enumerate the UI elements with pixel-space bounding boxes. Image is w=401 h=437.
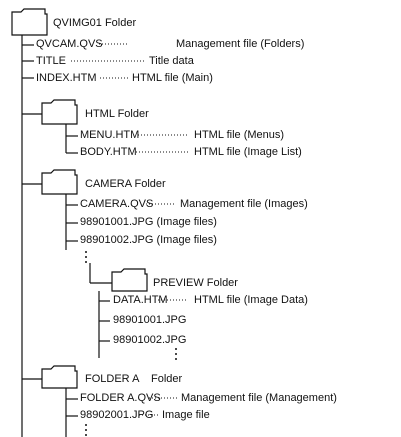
preview-folder-label: PREVIEW Folder: [153, 277, 238, 289]
folder-icon: [111, 268, 148, 292]
file-desc: HTML file (Menus): [194, 129, 285, 141]
file-name: 98901002.JPG: [113, 334, 187, 346]
file-name: QVCAM.QVS: [36, 38, 103, 50]
ellipsis-icon: [85, 251, 87, 263]
file-name: MENU.HTM: [80, 129, 140, 141]
file-name: TITLE: [36, 55, 66, 67]
ellipsis-icon: [175, 348, 177, 360]
file-name: FOLDER A.QVS: [80, 392, 161, 404]
folder-icon: [41, 169, 78, 195]
folder-icon: [11, 8, 48, 36]
file-name: BODY.HTM: [80, 146, 137, 158]
file-desc: HTML file (Image List): [194, 146, 302, 158]
file-desc: Management file (Images): [180, 198, 308, 210]
root-folder-label: QVIMG01 Folder: [53, 17, 137, 29]
html-folder-label: HTML Folder: [85, 108, 149, 120]
camera-folder-label: CAMERA Folder: [85, 178, 166, 190]
file-name: INDEX.HTM: [36, 72, 97, 84]
file-desc: HTML file (Image Data): [194, 294, 308, 306]
file-name: 98901002.JPG (Image files): [80, 234, 217, 246]
file-desc: Management file (Management): [181, 392, 337, 404]
file-name: 98901001.JPG (Image files): [80, 216, 217, 228]
file-desc: Image file: [162, 409, 210, 421]
folder-icon: [41, 365, 78, 389]
file-name: 98902001.JPG: [80, 409, 154, 421]
file-desc: Title data: [149, 55, 194, 67]
file-desc: Management file (Folders): [176, 38, 305, 50]
file-name: 98901001.JPG: [113, 314, 187, 326]
file-name: DATA.HTM: [113, 294, 168, 306]
ellipsis-icon: [85, 424, 87, 436]
folder-a-label: FOLDER A Folder: [85, 373, 183, 385]
folder-icon: [41, 99, 78, 125]
file-desc: HTML file (Main): [132, 72, 213, 84]
file-name: CAMERA.QVS: [80, 198, 154, 210]
